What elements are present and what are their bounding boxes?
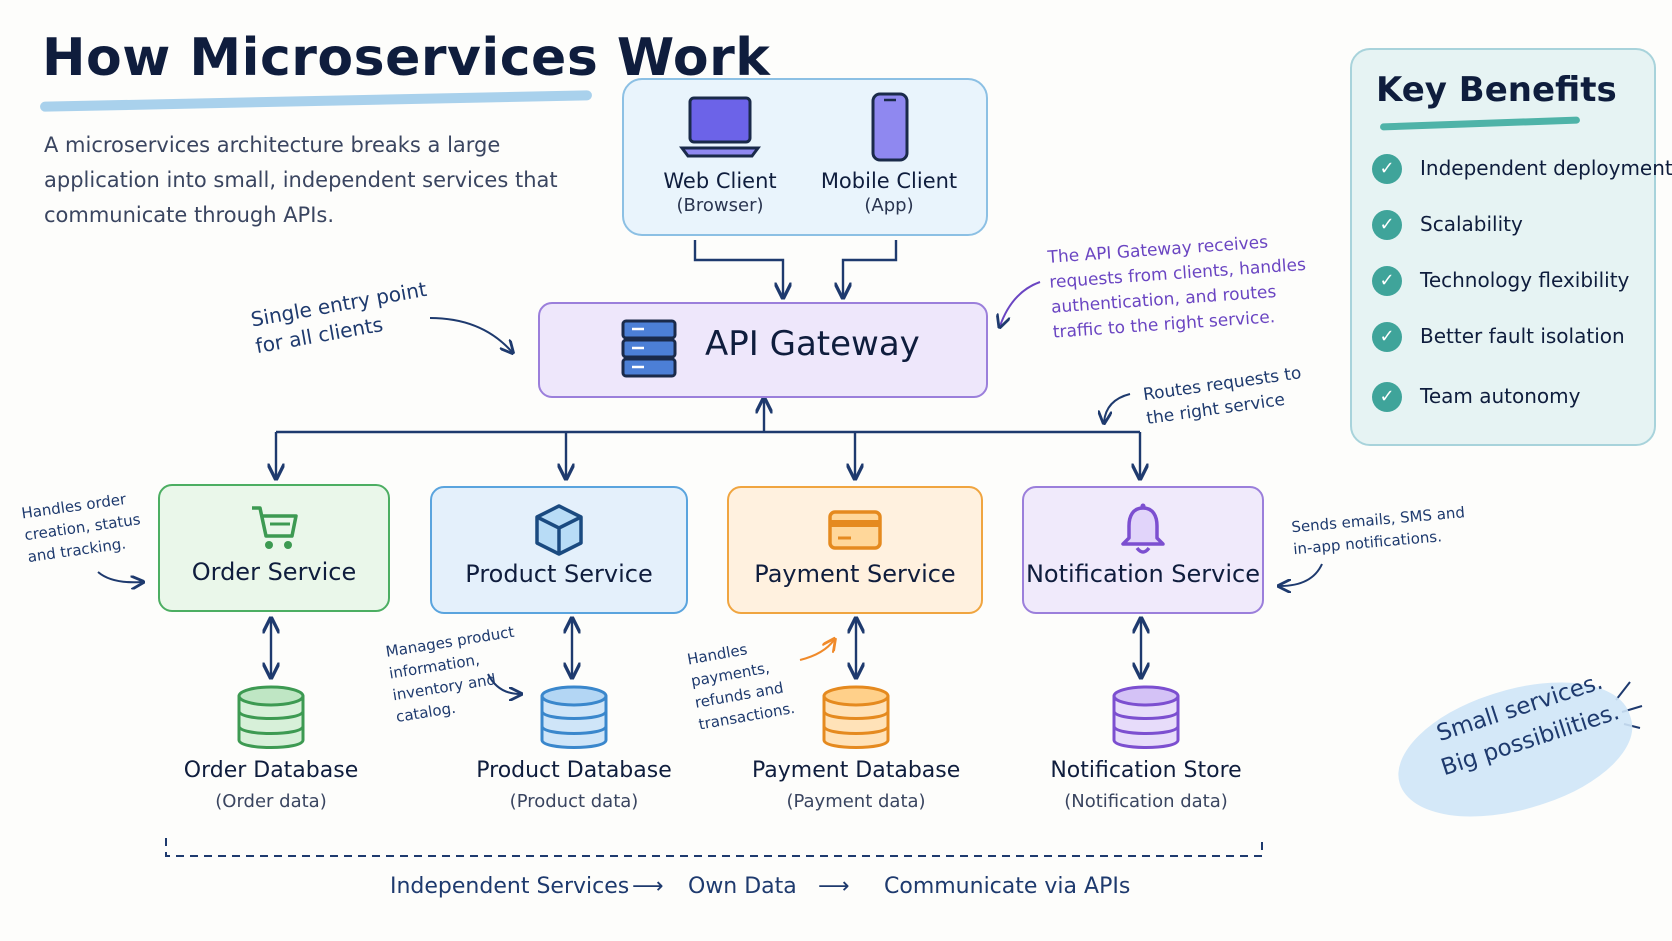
check-icon: ✓: [1372, 382, 1402, 412]
clients-panel: Web Client (Browser) Mobile Client (App): [622, 78, 988, 236]
product-service-label: Product Service: [465, 560, 653, 588]
order-database-sub: (Order data): [215, 791, 327, 812]
mobile-to-gateway-arrow: [843, 240, 898, 296]
database-icon: [1112, 685, 1180, 749]
footer-arrow: ⟶: [632, 874, 664, 899]
notification-store: Notification Store (Notification data): [1036, 684, 1256, 812]
footer-step-apis: Communicate via APIs: [884, 874, 1131, 899]
key-benefits-panel: Key Benefits ✓ Independent deployment ✓ …: [1350, 48, 1672, 446]
notification-service-label: Notification Service: [1025, 560, 1261, 588]
benefits-underline: [1379, 116, 1581, 131]
gateway-description-note: The API Gateway receives requests from c…: [1046, 232, 1307, 343]
notification-service-box: Notification Service: [1022, 486, 1264, 614]
web-client-sub: (Browser): [676, 195, 764, 216]
routes-note-arrow: [1104, 393, 1131, 422]
benefit-label: Team autonomy: [1420, 384, 1581, 408]
product-database-label: Product Database: [476, 758, 672, 783]
notification-store-sub: (Notification data): [1064, 791, 1228, 812]
notification-note-arrow: [1280, 563, 1323, 586]
mobile-client-sub: (App): [864, 195, 914, 216]
product-service-box: Product Service: [430, 486, 688, 614]
notification-store-label: Notification Store: [1050, 758, 1242, 783]
check-icon: ✓: [1372, 154, 1402, 184]
server-icon: [621, 319, 677, 378]
web-client: Web Client (Browser): [650, 92, 790, 216]
cart-icon: [252, 506, 298, 549]
payment-service-label: Payment Service: [754, 560, 956, 588]
mobile-client: Mobile Client (App): [814, 92, 964, 216]
benefit-label: Scalability: [1420, 212, 1523, 236]
benefit-label: Technology flexibility: [1420, 268, 1630, 292]
api-gateway-box: API Gateway: [538, 302, 988, 398]
payment-database-sub: (Payment data): [786, 791, 926, 812]
database-icon: [540, 685, 608, 749]
laptop-icon: [679, 96, 761, 158]
payment-database-label: Payment Database: [752, 758, 961, 783]
box-icon: [535, 504, 583, 556]
api-gateway-label: API Gateway: [705, 324, 920, 364]
check-icon: ✓: [1372, 210, 1402, 240]
product-database: Product Database (Product data): [474, 684, 674, 812]
footer-step-data: Own Data: [688, 874, 797, 899]
bell-icon: [1121, 503, 1165, 554]
benefit-label: Independent deployment: [1420, 156, 1672, 180]
check-icon: ✓: [1372, 266, 1402, 296]
gateway-note-arrow: [1000, 281, 1041, 326]
order-service-box: Order Service: [158, 484, 390, 612]
footer-bracket: [165, 838, 1263, 857]
credit-card-icon: [828, 510, 882, 550]
footer-step-services: Independent Services: [390, 874, 630, 899]
product-database-sub: (Product data): [509, 791, 639, 812]
footer-arrow: ⟶: [818, 874, 850, 899]
mobile-client-label: Mobile Client: [820, 169, 958, 193]
payment-service-box: Payment Service: [727, 486, 983, 614]
order-service-label: Order Service: [191, 558, 357, 586]
web-to-gateway-arrow: [693, 240, 783, 296]
web-client-label: Web Client: [663, 169, 777, 193]
phone-icon: [871, 92, 909, 162]
benefit-label: Better fault isolation: [1420, 324, 1625, 348]
database-icon: [822, 685, 890, 749]
product-note-arrow: [487, 673, 520, 694]
database-icon: [237, 685, 305, 749]
order-note-arrow: [97, 571, 142, 582]
benefits-title: Key Benefits: [1376, 70, 1617, 110]
payment-database: Payment Database (Payment data): [752, 684, 960, 812]
entry-note-arrow: [429, 317, 512, 352]
payment-note-arrow: [799, 640, 834, 661]
order-database: Order Database (Order data): [176, 684, 366, 812]
order-database-label: Order Database: [183, 758, 359, 783]
check-icon: ✓: [1372, 322, 1402, 352]
intro-text: A microservices architecture breaks a la…: [44, 133, 558, 227]
